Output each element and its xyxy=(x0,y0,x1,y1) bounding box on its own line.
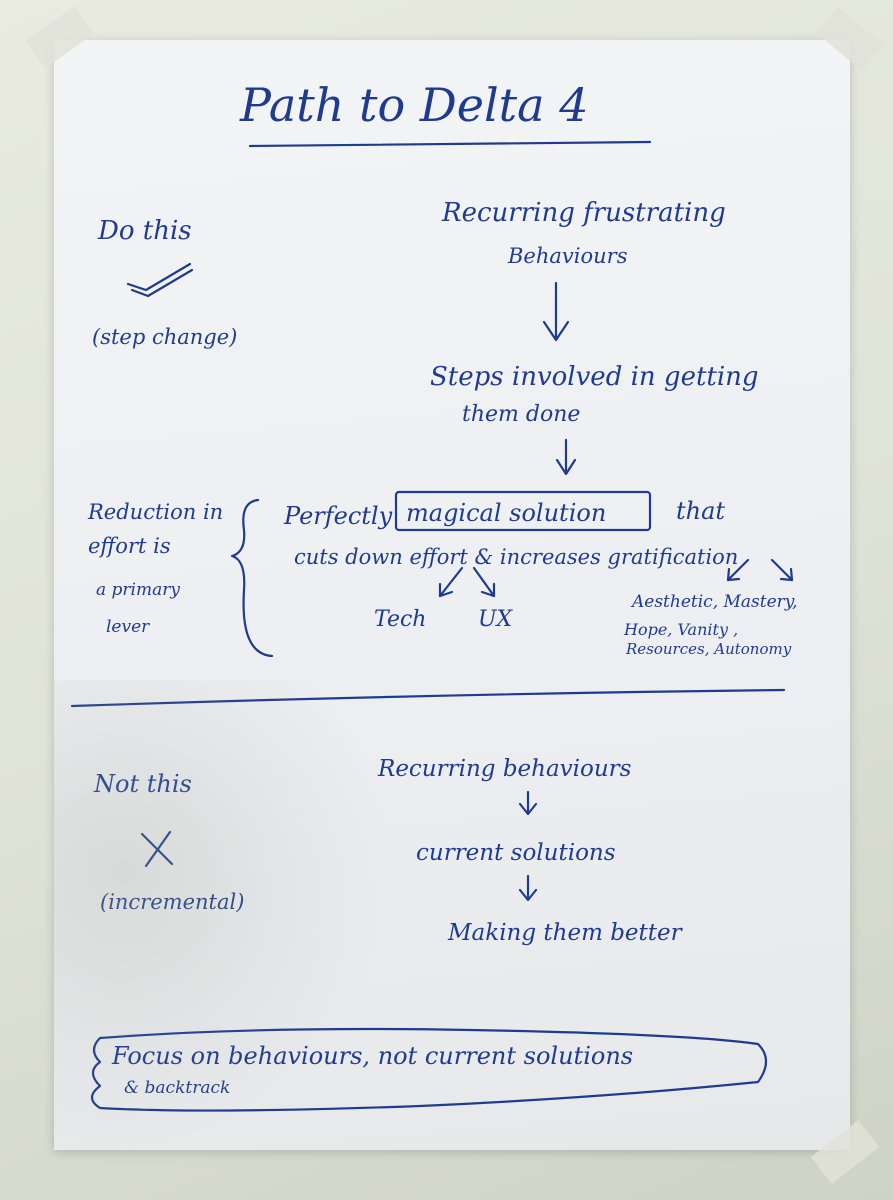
footer-line-2: & backtrack xyxy=(124,1078,231,1098)
footer-outline xyxy=(90,1027,768,1112)
down-arrow-icon xyxy=(518,790,538,816)
incremental-note: (incremental) xyxy=(100,890,245,914)
text-perfectly: Perfectly xyxy=(284,502,393,530)
not-this-heading: Not this xyxy=(94,770,192,798)
footer-line-1: Focus on behaviours, not current solutio… xyxy=(112,1042,634,1070)
step-change-note: (step change) xyxy=(92,325,238,349)
flow-steps-involved: Steps involved in getting xyxy=(430,362,759,392)
magical-solution-box xyxy=(394,490,652,532)
down-arrow-icon xyxy=(518,874,538,902)
down-arrow-icon xyxy=(555,438,577,476)
flow-recurring-frustrating: Recurring frustrating xyxy=(442,198,726,228)
gratification-branch-arrows xyxy=(726,558,794,582)
gratification-line-2: Hope, Vanity , xyxy=(624,620,739,639)
text-tech: Tech xyxy=(374,607,427,632)
section-divider xyxy=(70,688,786,708)
page-title: Path to Delta 4 xyxy=(240,78,589,132)
flow-current-solutions: current solutions xyxy=(416,840,616,866)
flow-making-them-better: Making them better xyxy=(448,920,682,946)
text-cuts-down-effort: cuts down effort & increases gratificati… xyxy=(294,545,739,569)
text-magical-solution: magical solution xyxy=(406,499,607,527)
side-note-line-3: a primary xyxy=(96,580,180,600)
do-this-heading: Do this xyxy=(98,216,192,246)
gratification-line-3: Resources, Autonomy xyxy=(626,640,792,658)
check-mark-icon xyxy=(126,262,194,298)
gratification-line-1: Aesthetic, Mastery, xyxy=(632,592,798,612)
flow-them-done: them done xyxy=(462,402,581,427)
effort-branch-arrows xyxy=(438,566,496,598)
brace-icon xyxy=(230,498,274,658)
flow-behaviours: Behaviours xyxy=(508,244,628,268)
side-note-line-1: Reduction in xyxy=(88,500,224,524)
flow-recurring-behaviours: Recurring behaviours xyxy=(378,756,632,782)
down-arrow-icon xyxy=(542,281,570,342)
text-ux: UX xyxy=(478,607,513,632)
side-note-line-2: effort is xyxy=(88,534,171,558)
paper-sheet xyxy=(54,40,850,1150)
cross-mark-icon xyxy=(140,830,174,868)
side-note-line-4: lever xyxy=(106,617,150,637)
text-that: that xyxy=(676,497,726,525)
title-underline xyxy=(248,140,652,148)
